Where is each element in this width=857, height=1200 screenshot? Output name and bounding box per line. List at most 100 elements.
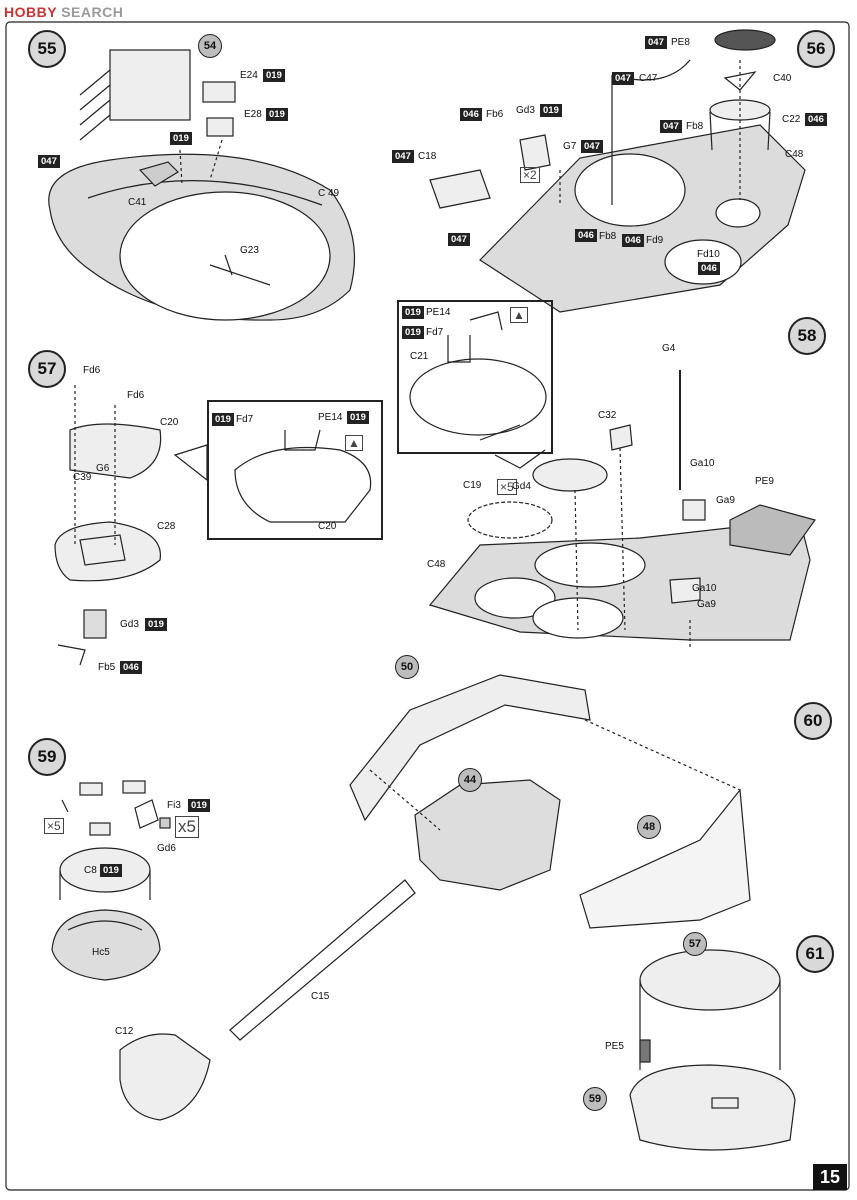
inset-frame-57 bbox=[207, 400, 383, 540]
label-Ga9: Ga9 bbox=[697, 599, 716, 610]
code-046: 046 bbox=[120, 661, 142, 674]
code-019: 019 bbox=[145, 618, 167, 631]
label-Fb5: Fb5 bbox=[98, 662, 116, 673]
label-Hc5: Hc5 bbox=[92, 947, 110, 958]
label-PE14: PE14 bbox=[318, 412, 343, 423]
page-number: 15 bbox=[813, 1164, 847, 1190]
label-Fd10: Fd10 bbox=[697, 249, 720, 260]
cupola-61 bbox=[629, 949, 796, 1151]
ref-54: 54 bbox=[198, 34, 222, 58]
label-Fd7: Fd7 bbox=[426, 327, 444, 338]
inset-frame-58 bbox=[397, 300, 553, 454]
quantity-x2: ×2 bbox=[520, 167, 540, 183]
page-frame bbox=[5, 21, 850, 1191]
code-019: 019 bbox=[100, 864, 122, 877]
code-046: 046 bbox=[698, 262, 720, 275]
code-019: 019 bbox=[263, 69, 285, 82]
label-C40: C40 bbox=[773, 73, 792, 84]
gun-60 bbox=[119, 674, 751, 1121]
ref-48: 48 bbox=[637, 815, 661, 839]
turret-roof-56 bbox=[429, 29, 806, 313]
step-57: 57 bbox=[28, 350, 66, 388]
step-60: 60 bbox=[794, 702, 832, 740]
step-58: 58 bbox=[788, 317, 826, 355]
code-019: 019 bbox=[170, 132, 192, 145]
label-G7: G7 bbox=[563, 141, 577, 152]
label-Fb8: Fb8 bbox=[599, 231, 617, 242]
label-Fd9: Fd9 bbox=[646, 235, 664, 246]
label-PE14: PE14 bbox=[426, 307, 451, 318]
label-C49: C 49 bbox=[318, 188, 340, 199]
label-Ga10: Ga10 bbox=[692, 583, 717, 594]
label-Gd3: Gd3 bbox=[120, 619, 139, 630]
code-046: 046 bbox=[575, 229, 597, 242]
step-55: 55 bbox=[28, 30, 66, 68]
hatch-57 bbox=[54, 385, 208, 666]
label-Fi3: Fi3 bbox=[167, 800, 181, 811]
label-C22: C22 bbox=[782, 114, 801, 125]
label-C39: C39 bbox=[73, 472, 92, 483]
label-C28: C28 bbox=[157, 521, 176, 532]
label-PE5: PE5 bbox=[605, 1041, 624, 1052]
label-C41: C41 bbox=[128, 197, 147, 208]
code-047: 047 bbox=[38, 155, 60, 168]
label-E24: E24 bbox=[240, 70, 258, 81]
label-G4: G4 bbox=[662, 343, 676, 354]
label-C48: C48 bbox=[427, 559, 446, 570]
label-Fd7: Fd7 bbox=[236, 414, 254, 425]
code-047: 047 bbox=[392, 150, 414, 163]
code-019: 019 bbox=[540, 104, 562, 117]
label-PE8: PE8 bbox=[671, 37, 690, 48]
code-019: 019 bbox=[212, 413, 234, 426]
label-C20: C20 bbox=[318, 521, 337, 532]
label-G23: G23 bbox=[240, 245, 259, 256]
code-047: 047 bbox=[645, 36, 667, 49]
label-Fd6: Fd6 bbox=[83, 365, 101, 376]
label-Gd6: Gd6 bbox=[157, 843, 176, 854]
label-Fd6: Fd6 bbox=[127, 390, 145, 401]
label-Ga9: Ga9 bbox=[716, 495, 735, 506]
hatch-inset-58 bbox=[409, 311, 547, 469]
cupola-59 bbox=[51, 780, 171, 981]
label-C21: C21 bbox=[410, 351, 429, 362]
label-C32: C32 bbox=[598, 410, 617, 421]
label-C15: C15 bbox=[311, 991, 330, 1002]
code-046: 046 bbox=[460, 108, 482, 121]
label-C47: C47 bbox=[639, 73, 658, 84]
label-C8: C8 bbox=[84, 865, 97, 876]
turret-roof-58 bbox=[428, 370, 816, 650]
ref-50: 50 bbox=[395, 655, 419, 679]
label-Gd3: Gd3 bbox=[516, 105, 535, 116]
turret-floor-55 bbox=[48, 49, 356, 321]
label-C48: C48 bbox=[785, 149, 804, 160]
label-G6: G6 bbox=[96, 463, 110, 474]
label-Fb8: Fb8 bbox=[686, 121, 704, 132]
code-047: 047 bbox=[660, 120, 682, 133]
hatch-inset-57 bbox=[234, 429, 372, 523]
step-61: 61 bbox=[796, 935, 834, 973]
code-019: 019 bbox=[402, 326, 424, 339]
hobbysearch-logo: HOBBY SEARCH bbox=[4, 4, 124, 20]
ref-59: 59 bbox=[583, 1087, 607, 1111]
code-046: 046 bbox=[805, 113, 827, 126]
arrow-up-icon: ▲ bbox=[345, 435, 363, 451]
ref-44: 44 bbox=[458, 768, 482, 792]
label-Gd4: Gd4 bbox=[512, 481, 531, 492]
label-C18: C18 bbox=[418, 151, 437, 162]
code-019: 019 bbox=[402, 306, 424, 319]
label-Ga10: Ga10 bbox=[690, 458, 715, 469]
quantity-x5: ×5 bbox=[44, 818, 64, 834]
ref-57: 57 bbox=[683, 932, 707, 956]
label-E28: E28 bbox=[244, 109, 262, 120]
code-047: 047 bbox=[612, 72, 634, 85]
label-Fb6: Fb6 bbox=[486, 109, 504, 120]
label-PE9: PE9 bbox=[755, 476, 774, 487]
code-019: 019 bbox=[188, 799, 210, 812]
label-C12: C12 bbox=[115, 1026, 134, 1037]
quantity-x5: ×5 bbox=[497, 479, 517, 495]
step-56: 56 bbox=[797, 30, 835, 68]
code-047: 047 bbox=[448, 233, 470, 246]
label-C20: C20 bbox=[160, 417, 179, 428]
